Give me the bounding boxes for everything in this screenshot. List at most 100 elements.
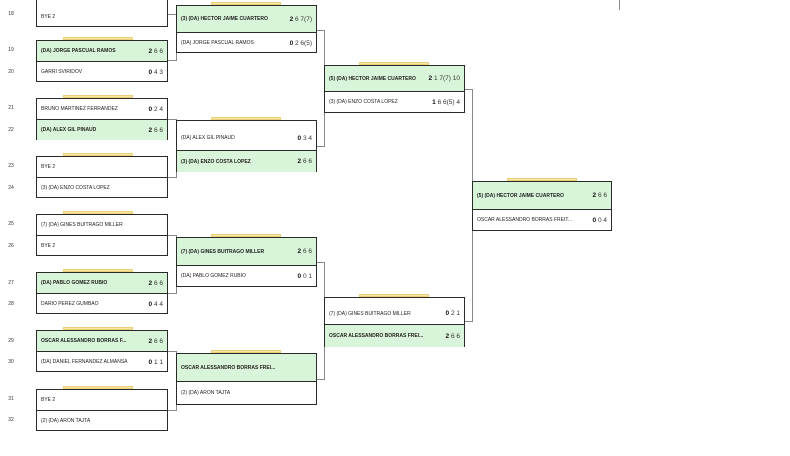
match-card[interactable]: (7) (DA) GINES BUITRAGO MILLER 2 6 6 (DA… bbox=[176, 234, 317, 287]
row-divider bbox=[37, 351, 167, 352]
player-score: 0 1 1 bbox=[148, 358, 163, 366]
player-row[interactable]: OSCAR ALESSANDRO BORRAS FREIT... 0 0 4 bbox=[473, 210, 611, 230]
match-tab bbox=[359, 294, 429, 297]
match-card[interactable]: (DA) ALEX GIL PINAUD 0 3 4 (3) (DA) ENZO… bbox=[176, 117, 317, 172]
row-divider bbox=[37, 61, 167, 62]
seed-number: 24 bbox=[8, 185, 14, 191]
player-score: 0 3 4 bbox=[297, 134, 312, 142]
player-score: 2 6 6 bbox=[148, 126, 163, 134]
bracket-connector bbox=[465, 321, 473, 322]
player-row[interactable]: (DA) PABLO GOMEZ RUBIO 2 6 6 bbox=[37, 273, 167, 293]
row-divider bbox=[177, 381, 316, 382]
match-card[interactable]: (7) (DA) GINES BUITRAGO MILLER BYE 2 bbox=[36, 211, 168, 256]
player-name: (2) (DA) ARON TAJTA bbox=[181, 390, 231, 396]
player-row[interactable]: (3) (DA) ENZO COSTA LOPEZ bbox=[37, 178, 167, 198]
bracket-connector bbox=[619, 0, 620, 10]
row-divider bbox=[325, 91, 464, 92]
bracket-connector bbox=[168, 351, 176, 352]
match-tab bbox=[63, 95, 133, 98]
player-score: 0 2 4 bbox=[148, 105, 163, 113]
player-name: BYE 2 bbox=[41, 243, 56, 249]
player-row[interactable]: (2) (DA) ARON TAJTA bbox=[37, 411, 167, 431]
match-tab bbox=[63, 211, 133, 214]
player-row[interactable]: (DA) JORGE PASCUAL RAMOS 2 6 6 bbox=[37, 41, 167, 61]
match-card[interactable]: BYE 2 bbox=[36, 0, 168, 27]
player-row[interactable]: (DA) ALEX GIL PINAUD 2 6 6 bbox=[37, 120, 167, 140]
player-score: 2 6 6 bbox=[148, 279, 163, 287]
player-row[interactable]: OSCAR ALESSANDRO BORRAS F... 2 6 6 bbox=[37, 331, 167, 351]
bracket-connector bbox=[168, 14, 176, 15]
seed-number: 20 bbox=[8, 69, 14, 75]
player-row[interactable]: (7) (DA) GINES BUITRAGO MILLER 0 2 1 bbox=[325, 302, 464, 325]
player-row[interactable]: BYE 2 bbox=[37, 236, 167, 256]
bracket-connector bbox=[317, 30, 325, 31]
match-card[interactable]: (3) (DA) HECTOR JAIME CUARTERO 2 6 7(7) … bbox=[176, 2, 317, 53]
player-name: OSCAR ALESSANDRO BORRAS FREI... bbox=[329, 333, 424, 339]
player-row[interactable]: (3) (DA) ENZO COSTA LOPEZ 2 6 6 bbox=[177, 151, 316, 172]
player-name: (5) (DA) HECTOR JAIME CUARTERO bbox=[477, 192, 564, 199]
player-row[interactable]: (5) (DA) HECTOR JAIME CUARTERO 2 1 7(7) … bbox=[325, 66, 464, 91]
seed-number: 32 bbox=[8, 417, 14, 423]
player-row[interactable]: (DA) ALEX GIL PINAUD 0 3 4 bbox=[177, 125, 316, 151]
player-row[interactable]: OSCAR ALESSANDRO BORRAS FREI... bbox=[177, 354, 316, 381]
player-row[interactable]: (3) (DA) ENZO COSTA LOPEZ 1 6 6(5) 4 bbox=[325, 92, 464, 112]
player-row[interactable]: (5) (DA) HECTOR JAIME CUARTERO 2 6 6 bbox=[473, 182, 611, 209]
player-name: (DA) JORGE PASCUAL RAMOS bbox=[181, 40, 254, 46]
player-name: (7) (DA) GINES BUITRAGO MILLER bbox=[181, 248, 265, 255]
player-name: OSCAR ALESSANDRO BORRAS F... bbox=[41, 338, 127, 344]
row-divider bbox=[177, 32, 316, 33]
seed-number: 25 bbox=[8, 221, 14, 227]
player-row[interactable]: BYE 2 bbox=[37, 157, 167, 177]
match-card[interactable]: (5) (DA) HECTOR JAIME CUARTERO 2 1 7(7) … bbox=[324, 62, 465, 113]
match-tab bbox=[507, 178, 577, 181]
player-row[interactable]: DARIO PEREZ GUMBAO 0 4 4 bbox=[37, 294, 167, 314]
player-score: 2 1 7(7) 10 bbox=[428, 75, 460, 82]
player-row[interactable]: BRUNO MARTINEZ FERRANDEZ 0 2 4 bbox=[37, 99, 167, 119]
player-row[interactable]: (DA) DANIEL FERNANDEZ ALMANSA 0 1 1 bbox=[37, 352, 167, 372]
player-name: (7) (DA) GINES BUITRAGO MILLER bbox=[41, 222, 123, 228]
match-card[interactable]: OSCAR ALESSANDRO BORRAS FREI... (2) (DA)… bbox=[176, 350, 317, 405]
player-row[interactable]: (7) (DA) GINES BUITRAGO MILLER 2 6 6 bbox=[177, 238, 316, 265]
player-score: 2 6 6 bbox=[297, 158, 312, 165]
match-tab bbox=[63, 386, 133, 389]
player-name: (DA) ALEX GIL PINAUD bbox=[181, 135, 235, 141]
player-score: 0 4 4 bbox=[148, 300, 163, 308]
row-divider bbox=[325, 324, 464, 325]
row-divider bbox=[37, 119, 167, 120]
player-row[interactable]: (3) (DA) HECTOR JAIME CUARTERO 2 6 7(7) bbox=[177, 6, 316, 32]
player-row[interactable]: (DA) JORGE PASCUAL RAMOS 0 2 6(5) bbox=[177, 33, 316, 53]
match-tab bbox=[63, 327, 133, 330]
bracket-connector bbox=[168, 293, 176, 294]
player-row[interactable]: (7) (DA) GINES BUITRAGO MILLER bbox=[37, 215, 167, 235]
player-row[interactable]: BYE 2 bbox=[37, 7, 167, 27]
match-card[interactable]: BYE 2 (3) (DA) ENZO COSTA LOPEZ bbox=[36, 153, 168, 198]
match-card[interactable]: (DA) JORGE PASCUAL RAMOS 2 6 6 GARRI SVI… bbox=[36, 37, 168, 82]
match-card[interactable]: (5) (DA) HECTOR JAIME CUARTERO 2 6 6 OSC… bbox=[472, 178, 612, 231]
seed-number: 26 bbox=[8, 243, 14, 249]
player-name: (5) (DA) HECTOR JAIME CUARTERO bbox=[329, 75, 416, 82]
match-card[interactable]: BYE 2 (2) (DA) ARON TAJTA bbox=[36, 386, 168, 431]
row-divider bbox=[37, 410, 167, 411]
bracket-connector bbox=[317, 262, 325, 263]
match-card[interactable]: (DA) PABLO GOMEZ RUBIO 2 6 6 DARIO PEREZ… bbox=[36, 269, 168, 314]
match-tab bbox=[211, 234, 281, 237]
seed-number: 23 bbox=[8, 163, 14, 169]
player-row[interactable]: OSCAR ALESSANDRO BORRAS FREI... 2 6 6 bbox=[325, 325, 464, 347]
bracket-connector bbox=[168, 60, 176, 61]
player-row[interactable]: (2) (DA) ARON TAJTA bbox=[177, 382, 316, 404]
match-card[interactable]: (7) (DA) GINES BUITRAGO MILLER 0 2 1 OSC… bbox=[324, 294, 465, 347]
player-score: 0 4 3 bbox=[148, 68, 163, 76]
player-row[interactable]: GARRI SVIRIDOV 0 4 3 bbox=[37, 62, 167, 82]
seed-number: 22 bbox=[8, 127, 14, 133]
player-score: 0 0 1 bbox=[297, 272, 312, 280]
match-card[interactable]: OSCAR ALESSANDRO BORRAS F... 2 6 6 (DA) … bbox=[36, 327, 168, 372]
seed-number: 29 bbox=[8, 338, 14, 344]
player-name: (3) (DA) ENZO COSTA LOPEZ bbox=[181, 158, 251, 165]
player-name: (DA) ALEX GIL PINAUD bbox=[41, 127, 97, 133]
player-name: BYE 2 bbox=[41, 397, 56, 403]
player-row[interactable]: BYE 2 bbox=[37, 390, 167, 410]
seed-number: 28 bbox=[8, 301, 14, 307]
seed-number: 21 bbox=[8, 105, 14, 111]
player-row[interactable]: (DA) PABLO GOMEZ RUBIO 0 0 1 bbox=[177, 266, 316, 286]
match-card[interactable]: BRUNO MARTINEZ FERRANDEZ 0 2 4 (DA) ALEX… bbox=[36, 95, 168, 140]
